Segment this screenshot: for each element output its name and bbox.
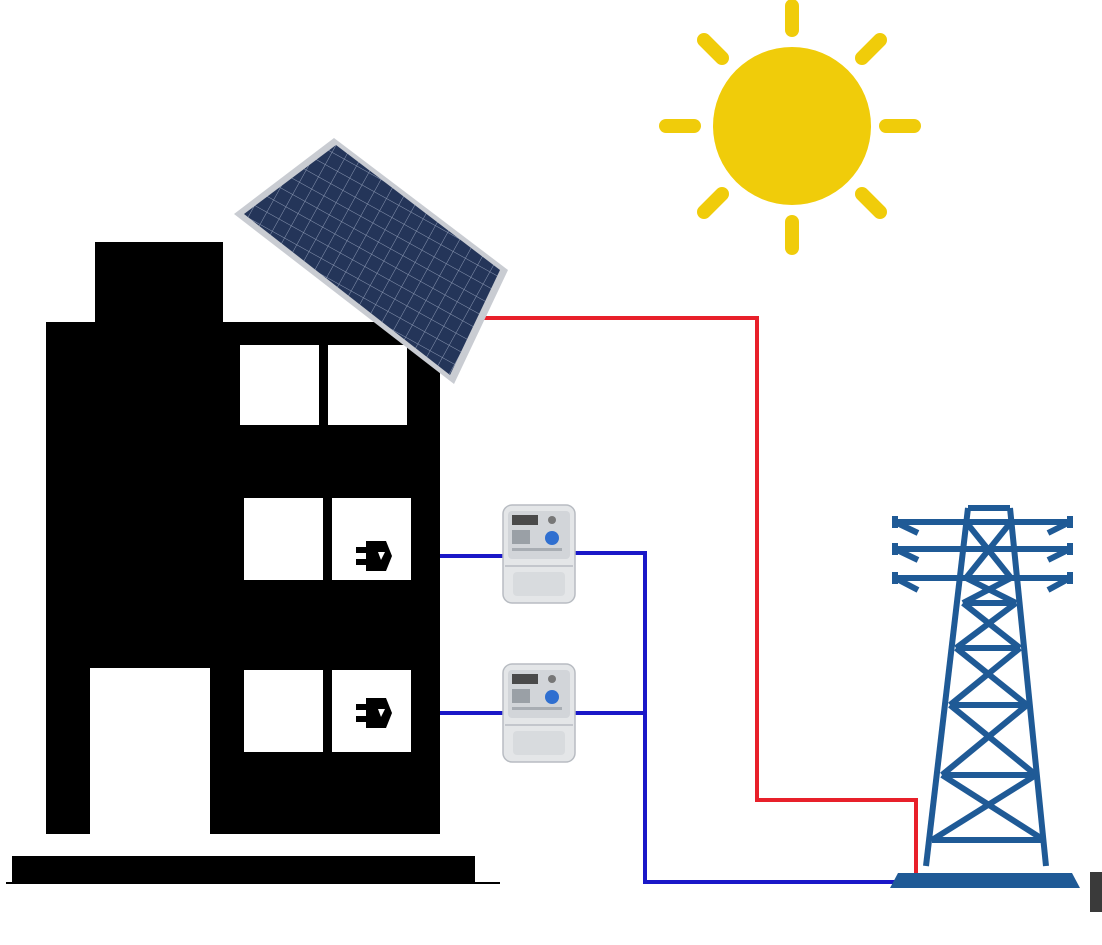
window	[244, 670, 323, 752]
sun-icon	[659, 0, 921, 255]
solar-panel-icon	[234, 138, 508, 384]
grid-wires	[390, 551, 905, 884]
window	[328, 345, 407, 425]
power-plug-icon	[356, 541, 392, 571]
electricity-meter-icon	[502, 504, 576, 604]
doorway	[90, 668, 210, 836]
transmission-tower-icon	[892, 505, 1073, 867]
power-plug-icon	[356, 698, 392, 728]
apartment-building-icon	[6, 242, 500, 884]
electricity-meter-icon	[502, 663, 576, 763]
tower-base	[890, 873, 1080, 888]
corner-mark	[1090, 872, 1102, 912]
window	[244, 498, 323, 580]
window	[240, 345, 319, 425]
solar-to-grid-wire	[484, 316, 918, 882]
ground-slab	[12, 856, 475, 882]
